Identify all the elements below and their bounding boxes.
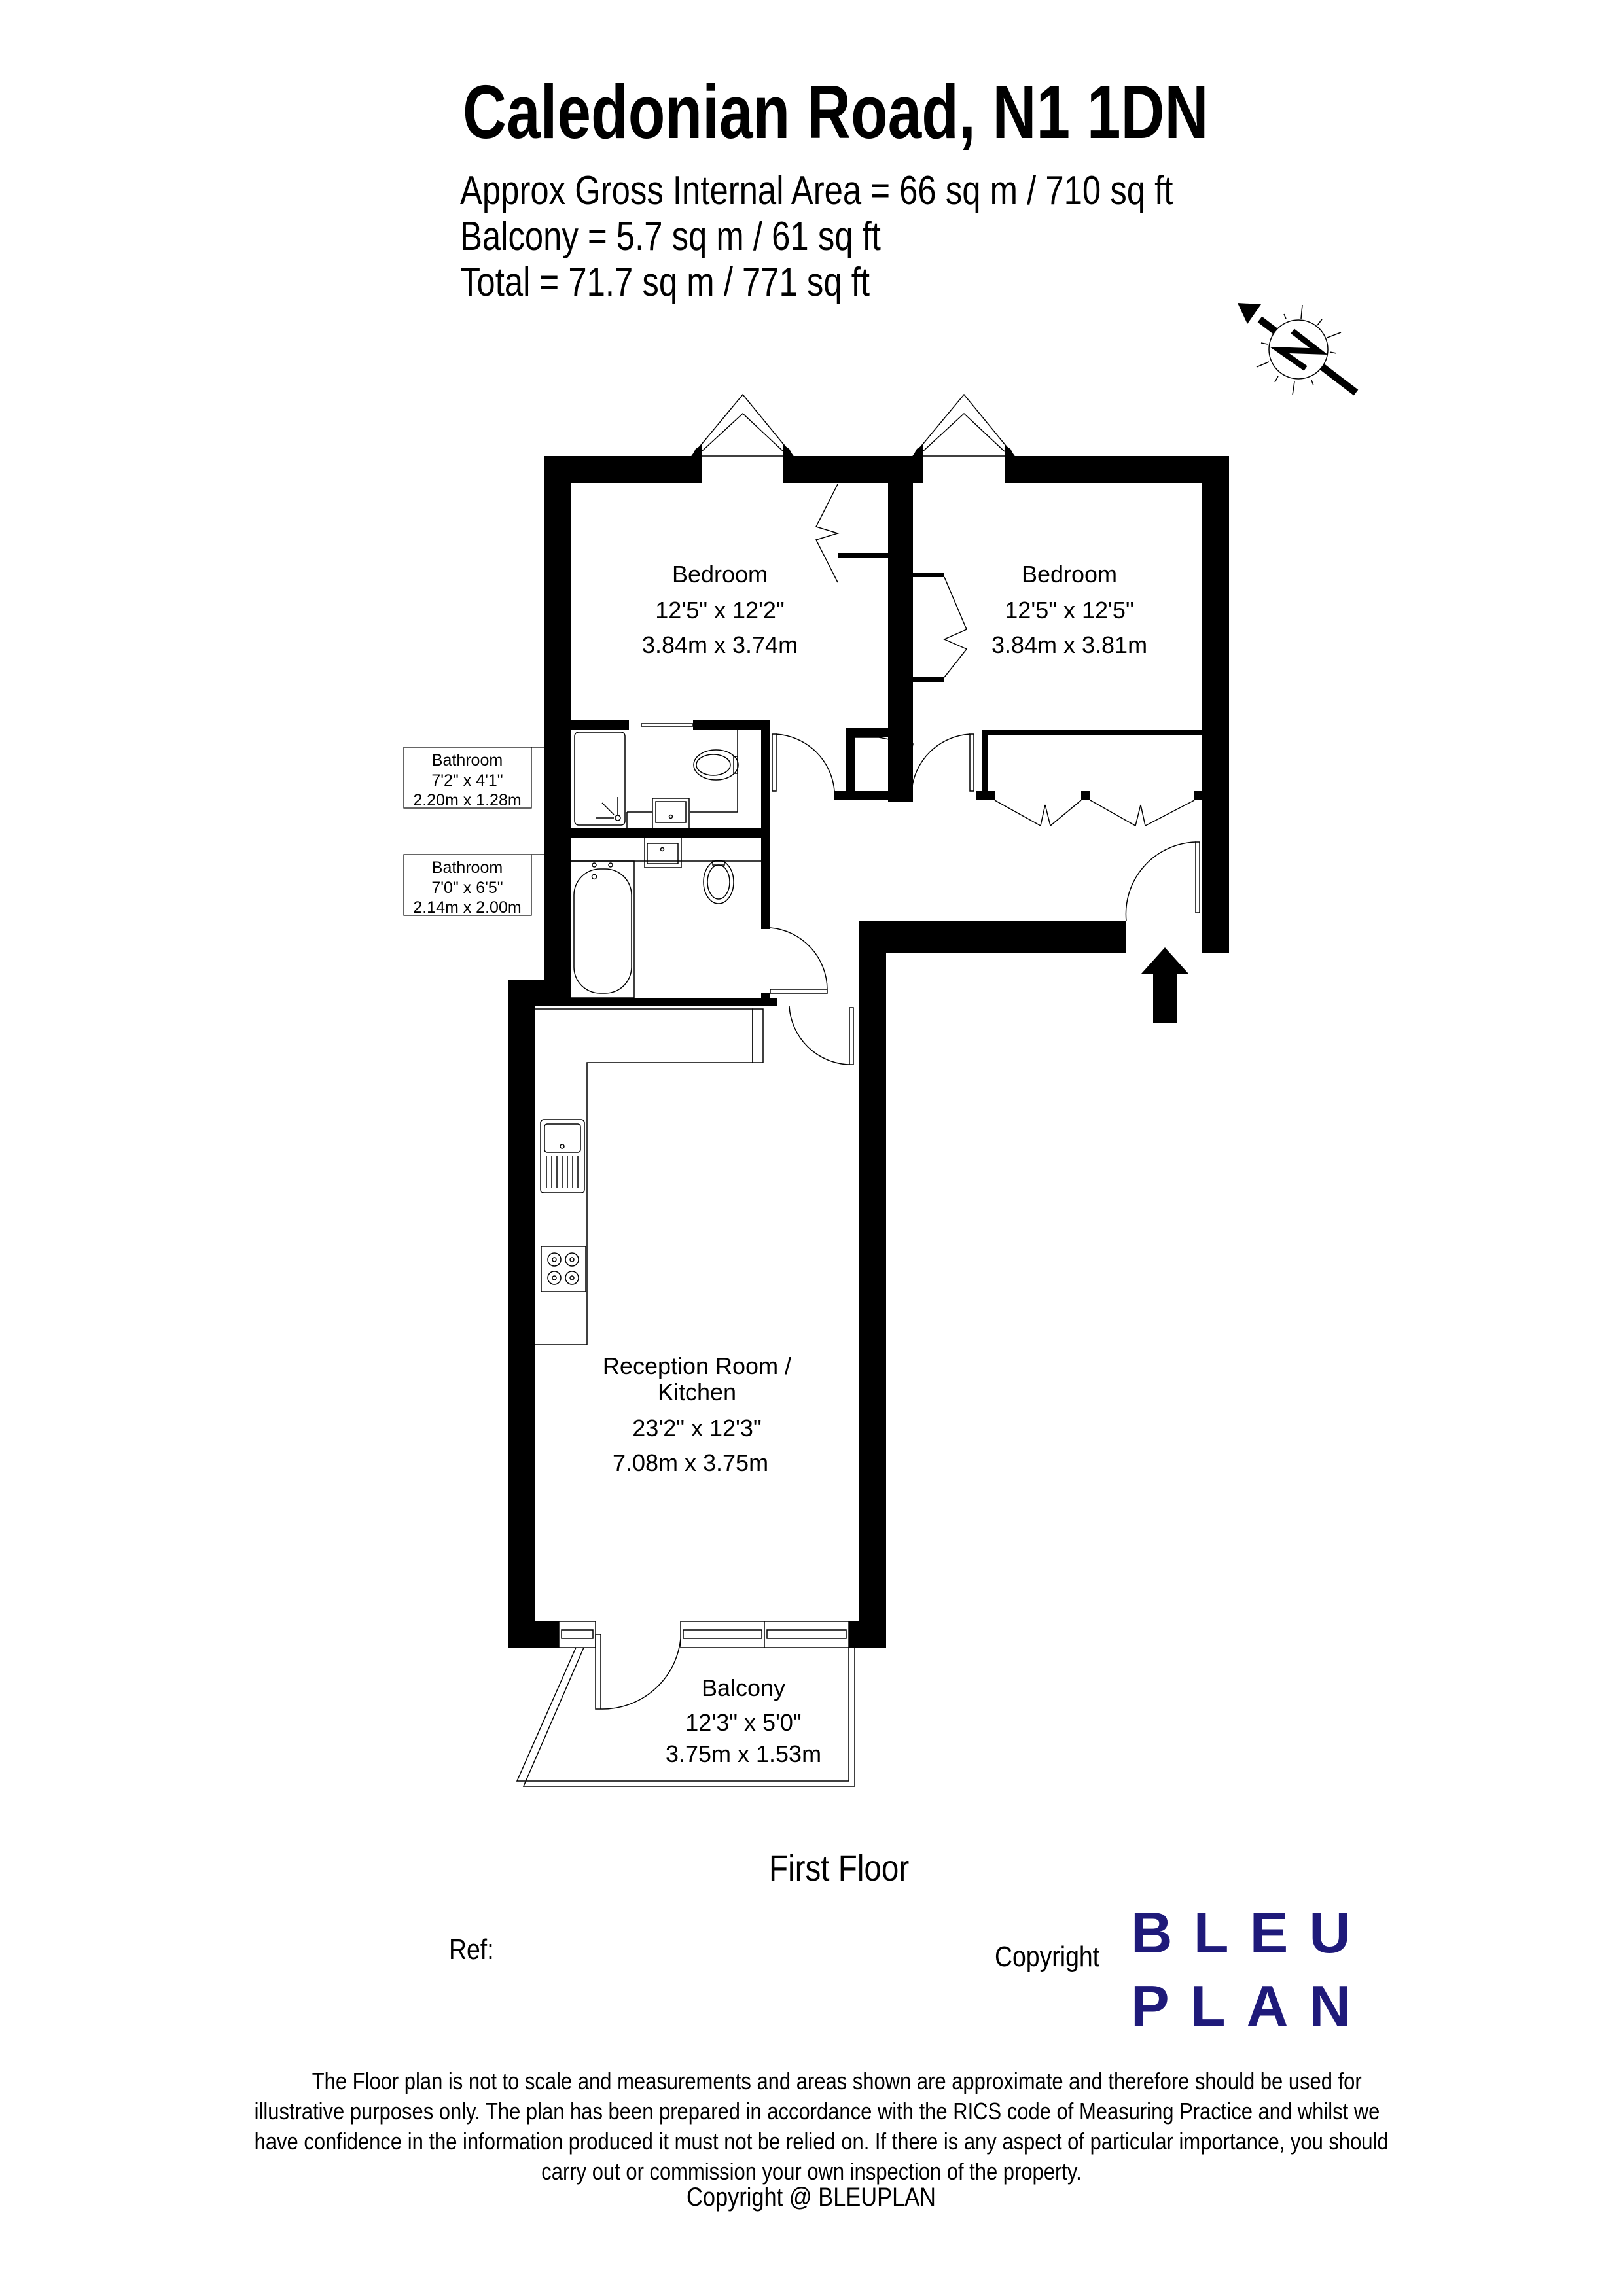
disclaimer-line: illustrative purposes only. The plan has… [254, 2098, 1380, 2125]
bleuplan-logo-row-1: B L E U [1131, 1904, 1351, 1962]
svg-text:12'5" x 12'5": 12'5" x 12'5" [1005, 597, 1133, 624]
room-label-bathroom-1: Bathroom 7'2" x 4'1" 2.20m x 1.28m [413, 751, 521, 809]
svg-text:3.75m x 1.53m: 3.75m x 1.53m [666, 1740, 821, 1767]
footer-copyright-text: Copyright @ BLEUPLAN [687, 2183, 936, 2212]
logo-letter: E [1249, 1900, 1289, 1965]
toilet-icon-2 [703, 860, 734, 904]
room-label-reception-kitchen: Reception Room / Kitchen 23'2" x 12'3" 7… [603, 1352, 791, 1476]
disclaimer-line: carry out or commission your own inspect… [541, 2158, 1082, 2185]
logo-letter: L [1193, 1900, 1229, 1965]
svg-text:23'2" x 12'3": 23'2" x 12'3" [632, 1415, 761, 1441]
svg-text:Bathroom: Bathroom [432, 751, 503, 769]
entrance-arrow-icon [1141, 947, 1188, 1023]
logo-letter: P [1131, 1973, 1169, 2038]
svg-text:7'0" x 6'5": 7'0" x 6'5" [431, 879, 503, 897]
room-label-bedroom-2: Bedroom 12'5" x 12'5" 3.84m x 3.81m [991, 561, 1147, 658]
svg-text:Reception Room /: Reception Room / [603, 1352, 791, 1379]
logo-letter: B [1131, 1900, 1173, 1965]
svg-text:12'5" x 12'2": 12'5" x 12'2" [655, 597, 784, 624]
svg-text:3.84m x 3.81m: 3.84m x 3.81m [991, 631, 1147, 658]
basin-icon [626, 798, 690, 829]
bleuplan-logo-row-2: P L A N [1131, 1977, 1351, 2035]
bathtub-icon [569, 860, 635, 998]
copyright-label: Copyright [995, 1941, 1100, 1973]
svg-text:7'2" x 4'1": 7'2" x 4'1" [431, 771, 503, 790]
page-title: Caledonian Road, N1 1DN [463, 69, 1209, 154]
shower-tray-icon [574, 732, 626, 826]
room-label-bedroom-1: Bedroom 12'5" x 12'2" 3.84m x 3.74m [642, 561, 798, 658]
room-label-balcony: Balcony 12'3" x 5'0" 3.75m x 1.53m [666, 1674, 821, 1767]
logo-letter: L [1190, 1973, 1226, 2038]
svg-text:7.08m x 3.75m: 7.08m x 3.75m [613, 1449, 768, 1476]
shower-screen [641, 723, 694, 727]
walls [508, 445, 1229, 1648]
room-label-bathroom-2: Bathroom 7'0" x 6'5" 2.14m x 2.00m [413, 858, 521, 917]
hob-icon [541, 1246, 586, 1292]
disclaimer-line: The Floor plan is not to scale and measu… [312, 2068, 1362, 2094]
logo-letter: U [1309, 1900, 1351, 1965]
svg-text:2.14m x 2.00m: 2.14m x 2.00m [413, 898, 521, 917]
wardrobe-doors [815, 484, 1195, 827]
svg-text:Bedroom: Bedroom [1022, 561, 1117, 588]
svg-text:Balcony: Balcony [702, 1674, 785, 1701]
ref-label: Ref: [449, 1934, 494, 1966]
footer-copyright: Copyright @ BLEUPLAN [0, 2183, 1623, 2212]
svg-text:12'3" x 5'0": 12'3" x 5'0" [685, 1709, 801, 1736]
bay-windows [691, 393, 1015, 457]
gross-internal-area: Approx Gross Internal Area = 66 sq m / 7… [460, 168, 1173, 213]
basin-icon-2 [569, 837, 761, 868]
reception-windows [558, 1621, 849, 1648]
svg-text:Bedroom: Bedroom [672, 561, 768, 588]
north-arrow-icon [1238, 303, 1359, 396]
disclaimer: The Floor plan is not to scale and measu… [164, 2066, 1459, 2187]
logo-letter: N [1309, 1973, 1351, 2038]
svg-text:Bathroom: Bathroom [432, 858, 503, 877]
sink-icon [540, 1119, 585, 1193]
toilet-icon [690, 730, 739, 813]
svg-text:3.84m x 3.74m: 3.84m x 3.74m [642, 631, 798, 658]
doors [595, 733, 1200, 1710]
svg-text:Kitchen: Kitchen [658, 1379, 736, 1405]
total-area: Total = 71.7 sq m / 771 sq ft [460, 260, 870, 305]
bathroom-label-boxes [403, 747, 544, 916]
logo-letter: A [1246, 1973, 1289, 2038]
disclaimer-line: have confidence in the information produ… [254, 2128, 1389, 2155]
kitchen-counter [535, 1008, 764, 1345]
floor-name: First Floor [769, 1847, 910, 1888]
svg-text:2.20m x 1.28m: 2.20m x 1.28m [413, 791, 521, 809]
balcony-rail [516, 1647, 855, 1787]
balcony-area: Balcony = 5.7 sq m / 61 sq ft [460, 214, 881, 259]
